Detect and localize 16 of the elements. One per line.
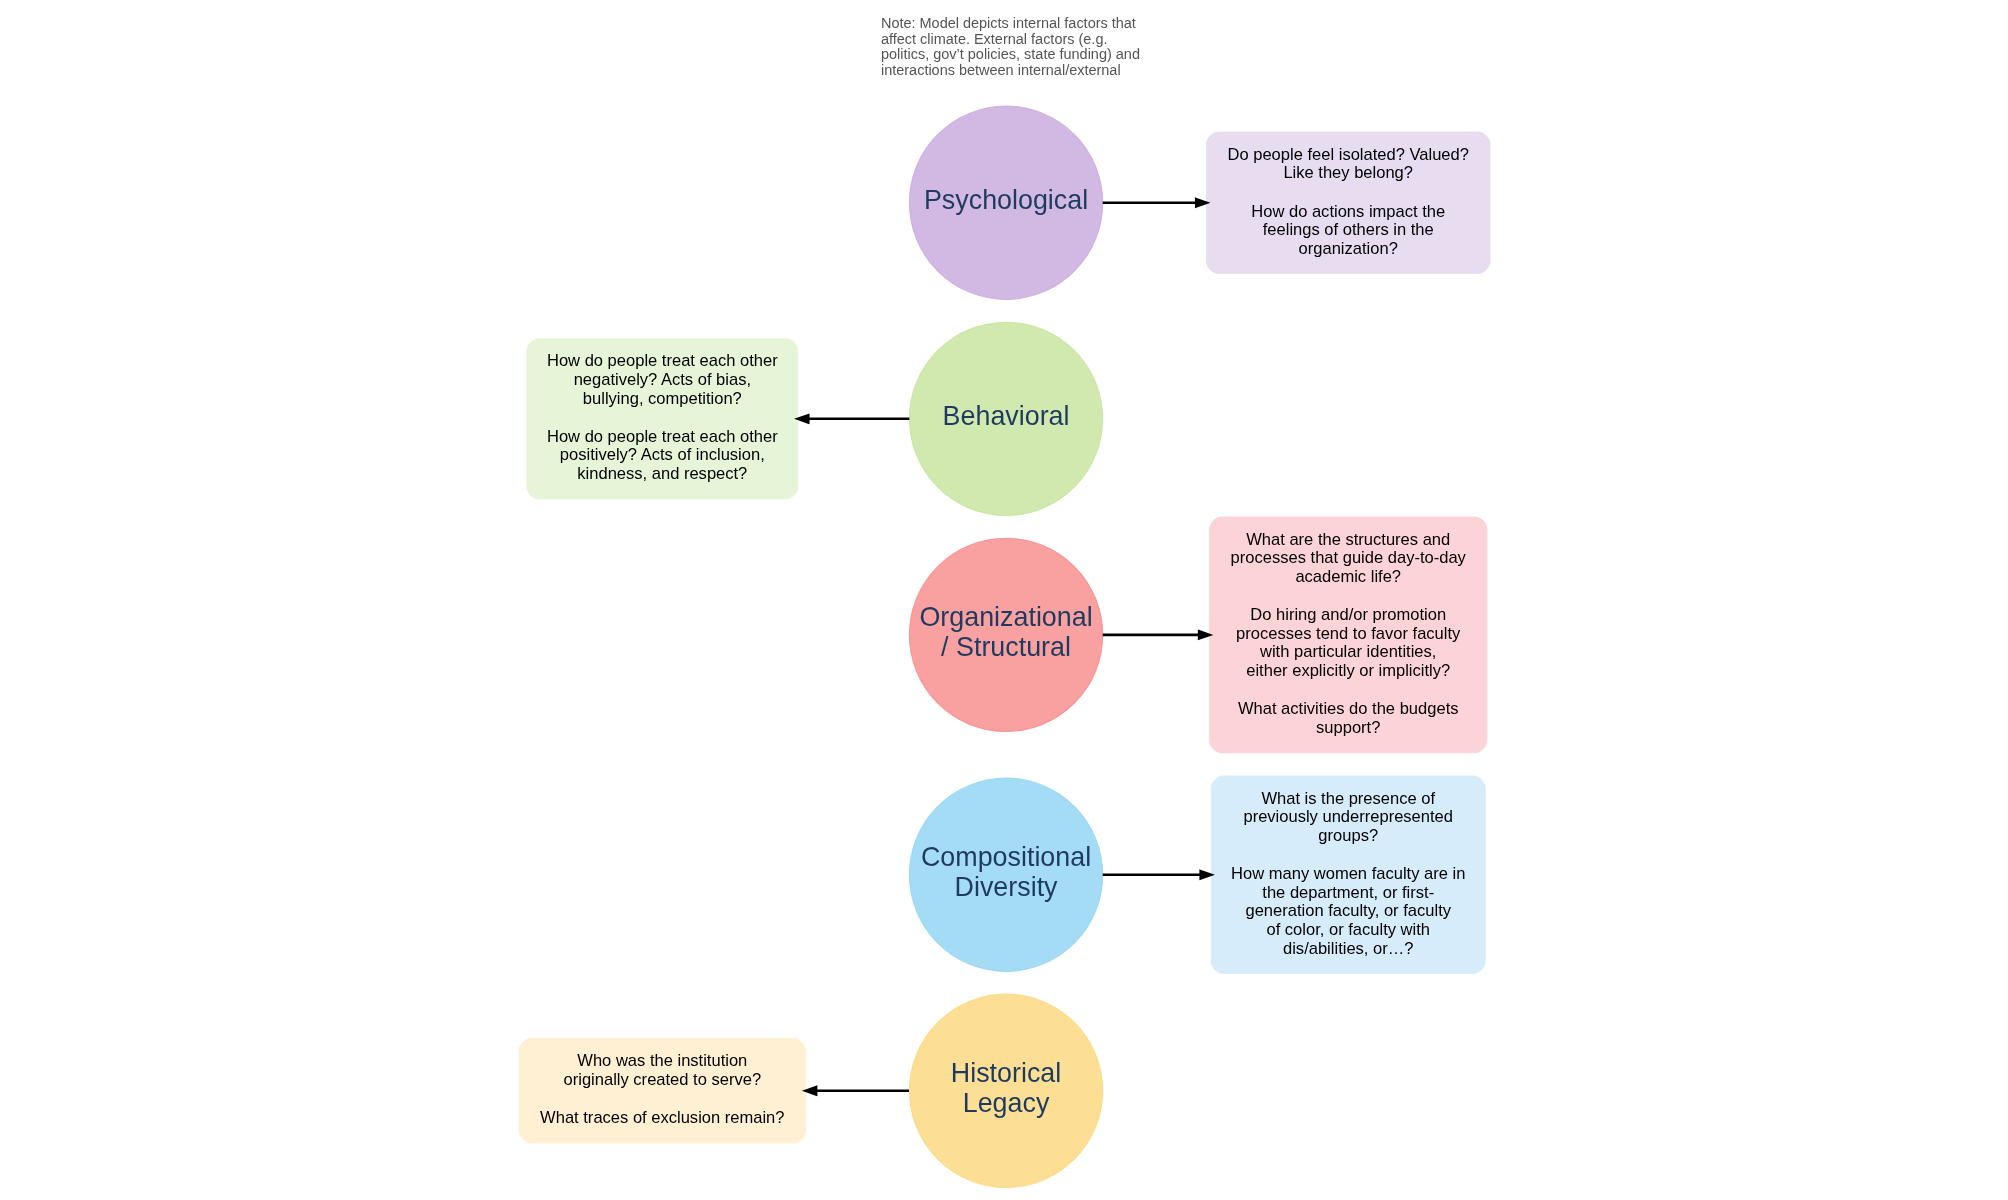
arrow <box>793 413 909 425</box>
node-circle: Historical Legacy <box>908 993 1103 1188</box>
arrow <box>1102 197 1210 209</box>
node-circle: Organizational/ Structural <box>908 537 1103 733</box>
arrow <box>1102 629 1213 641</box>
label: Note: Model depicts internal factors that affect climate. External factors (e.g. politics, gov’t policies, state funding) and interactions between internal/external <box>880 15 1140 78</box>
node-circle: Compositional Diversity <box>908 777 1103 972</box>
node-box: How do people treat each other negatively? Acts of bias, bullying, competition? How do people treat each other positively? Acts of inclusion, kindness, and respect? <box>525 338 798 500</box>
arrow <box>801 1085 909 1097</box>
node-box: Do people feel isolated? Valued? Like they belong? How do actions impact the feelings of others in the organization? <box>1205 131 1490 275</box>
node-box: What are the structures and processes that guide day-to-day academic life? Do hiring and/or promotion processes tend to favor faculty with particular identities, either explicitly or implicitly? What activities do the budgets support? <box>1208 516 1487 754</box>
node-circle: Psychological <box>908 105 1103 300</box>
node-box: What is the presence of previously underrepresented groups? How many women faculty are in the department, or first-generation faculty, or faculty of color, or faculty with dis/abilities, or…? <box>1210 775 1486 974</box>
arrow <box>1102 869 1215 881</box>
node-circle: Behavioral <box>908 321 1103 516</box>
node-box: Who was the institution originally created to serve? What traces of exclusion remain? <box>518 1038 806 1144</box>
